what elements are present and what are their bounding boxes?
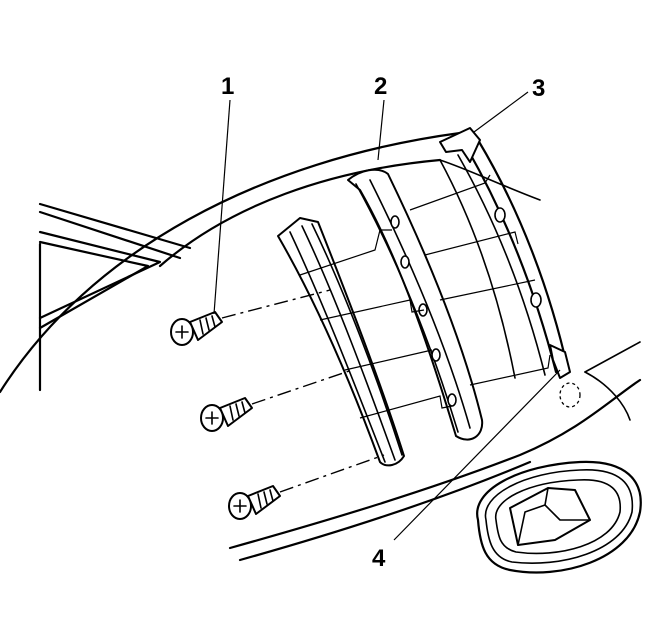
callout-2: 2	[374, 73, 387, 100]
screw-bottom	[228, 485, 281, 520]
rear-window-frame	[38, 202, 192, 392]
callout-4: 4	[372, 545, 386, 572]
molding-middle-rail	[347, 168, 484, 441]
molding-inner-rail	[277, 217, 405, 467]
door-handle	[476, 460, 642, 574]
alignment-lines	[221, 289, 385, 493]
callout-1: 1	[221, 73, 234, 100]
screw-top	[170, 311, 223, 346]
callout-leaders	[213, 91, 561, 541]
callout-3: 3	[532, 75, 545, 102]
screw-middle	[200, 397, 253, 432]
body-panel-contours	[0, 131, 642, 562]
clip-lines	[299, 174, 551, 419]
molding-outer-rail	[439, 127, 581, 408]
